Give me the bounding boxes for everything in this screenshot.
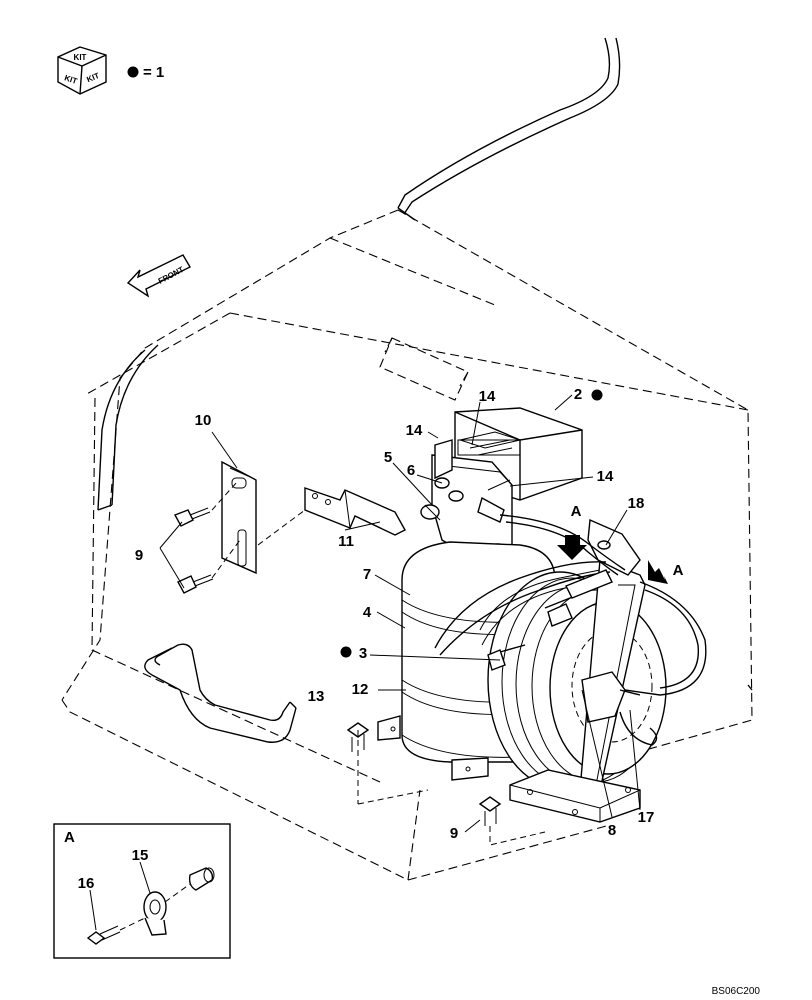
kit-equals-text: = 1: [143, 64, 164, 81]
drawing-code: BS06C200: [712, 986, 761, 997]
view-arrow-a-upper: [557, 535, 587, 560]
bolt-13: [346, 722, 429, 805]
callout-5: 5: [384, 449, 392, 466]
bracket-10: [221, 460, 257, 575]
detail-view-title: A: [64, 829, 75, 846]
kit-box-icon: KIT KIT KIT: [57, 46, 107, 95]
handrail: [144, 643, 297, 743]
collar-icon: [188, 867, 215, 891]
bolt-9-upper: [174, 507, 211, 527]
kit-dot-3: [340, 646, 352, 658]
hose-clamp-15: [143, 891, 167, 936]
callout-12: 12: [352, 681, 369, 698]
hoses: [434, 514, 707, 746]
kit-dot-2: [591, 389, 603, 401]
kit-dot-icon: [127, 66, 139, 78]
callout-14-top: 14: [479, 388, 496, 405]
callout-17: 17: [638, 809, 655, 826]
callout-10: 10: [195, 412, 212, 429]
valve-body-5-6: [420, 439, 523, 559]
callout-8: 8: [608, 822, 616, 839]
bracket-11: [304, 487, 406, 536]
callout-14-left: 14: [406, 422, 423, 439]
front-arrow: FRONT: [126, 254, 191, 298]
bolt-9-bottom: [478, 796, 546, 846]
kit-label-left: KIT: [63, 73, 78, 86]
part-callouts: 10 14 2 14 5 6 14 18 A A 11 9 7 4 3 13 1…: [135, 386, 684, 842]
callout-a-right: A: [673, 562, 684, 579]
detail-view-a: A 15 16: [53, 823, 231, 959]
tank-feet: [377, 715, 489, 781]
callout-3: 3: [359, 645, 367, 662]
callout-13: 13: [308, 688, 325, 705]
callout-2: 2: [574, 386, 582, 403]
kit-label-top: KIT: [74, 53, 87, 62]
callout-9-bottom: 9: [450, 825, 458, 842]
cab-outline: [61, 37, 753, 881]
callout-6: 6: [407, 462, 415, 479]
leader-lines: [159, 394, 641, 833]
callout-11: 11: [338, 533, 354, 550]
callout-14-right: 14: [597, 468, 614, 485]
callout-15: 15: [132, 847, 149, 864]
kit-legend: KIT KIT KIT = 1: [57, 46, 164, 95]
callout-4: 4: [363, 604, 372, 621]
callout-7: 7: [363, 566, 371, 583]
callout-9-left: 9: [135, 547, 143, 564]
bolt-9-lower: [177, 574, 214, 594]
callout-16: 16: [78, 875, 95, 892]
bolt-16: [86, 925, 121, 945]
view-arrow-a-right: [648, 560, 668, 584]
callout-a-upper: A: [571, 503, 582, 520]
callout-18: 18: [628, 495, 645, 512]
